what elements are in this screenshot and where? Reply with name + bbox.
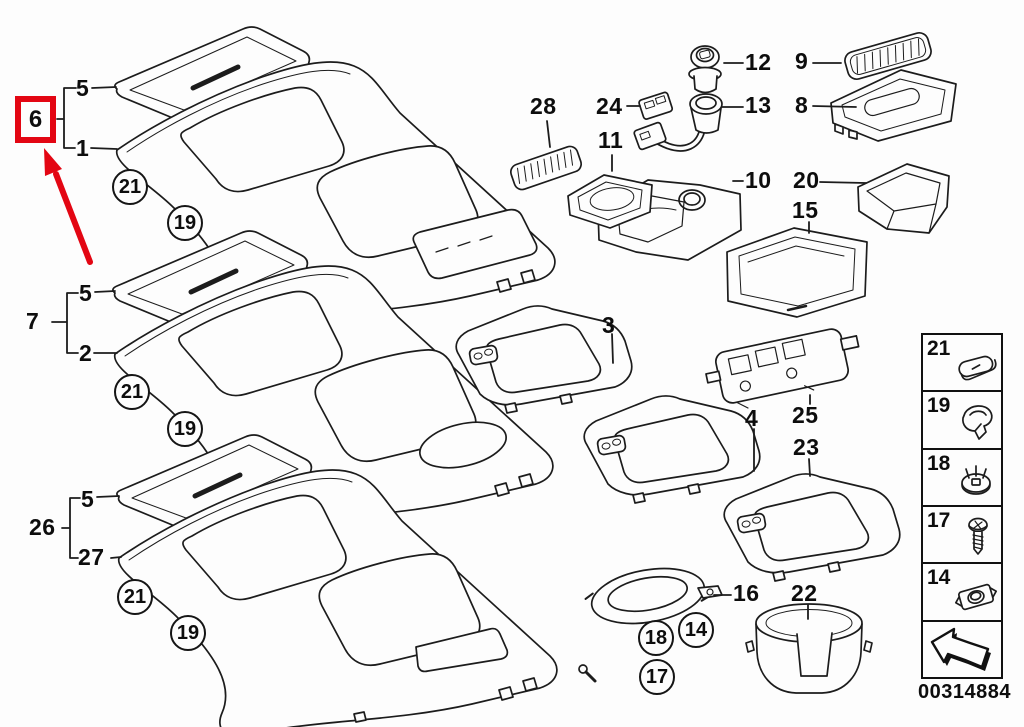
diagram-code: 00314884 [918,681,1011,703]
callout-9: 9 [795,48,809,74]
speed-nut-icon [952,458,1000,502]
circled-18: 18 [638,620,674,656]
callout-7: 7 [26,308,40,334]
callout-23: 23 [793,434,820,460]
circled-21-bot: 21 [117,579,153,615]
callout-10: 10 [745,167,772,193]
cage-nut-icon [952,572,1000,616]
trim-cap-icon [952,343,1000,387]
screw-icon [952,515,1000,559]
circled-21-mid: 21 [114,374,150,410]
callout-16: 16 [733,580,760,606]
callout-27: 27 [78,544,105,570]
callout-8: 8 [795,92,809,118]
legend-row-18: 18 [923,450,1001,507]
callout-1: 1 [76,135,90,161]
highlight-label: 6 [28,105,43,133]
callout-5-mid: 5 [79,280,93,306]
callout-13: 13 [745,92,772,118]
callout-11: 11 [598,127,624,153]
callout-25: 25 [792,402,819,428]
legend-row-21: 21 [923,335,1001,393]
circled-14: 14 [678,612,714,648]
circled-19-bot: 19 [170,615,206,651]
callout-22: 22 [791,580,818,606]
callout-5-top: 5 [76,75,90,101]
highlight-box: 6 [15,96,56,143]
callout-26: 26 [29,514,56,540]
callout-3: 3 [602,312,616,338]
callout-12: 12 [745,49,772,75]
legend-row-17: 17 [923,507,1001,565]
direction-arrow-icon [926,624,991,671]
callout-2: 2 [79,340,93,366]
callout-20: 20 [793,167,820,193]
callout-5-bot: 5 [81,486,95,512]
callout-28: 28 [530,93,557,119]
hardware-legend: 21 19 18 17 [921,333,1003,679]
leader-lines [52,63,866,619]
legend-row-14: 14 [923,564,1001,622]
spring-clip-icon [952,400,1000,444]
circled-21-top: 21 [112,169,148,205]
callout-15: 15 [792,197,819,223]
circled-19-top: 19 [167,205,203,241]
circled-17: 17 [639,659,675,695]
highlight-arrow [44,148,90,262]
legend-row-19: 19 [923,392,1001,450]
circled-19-mid: 19 [167,411,203,447]
legend-footer [923,622,1001,677]
callout-24: 24 [596,93,623,119]
callout-4: 4 [745,405,759,431]
